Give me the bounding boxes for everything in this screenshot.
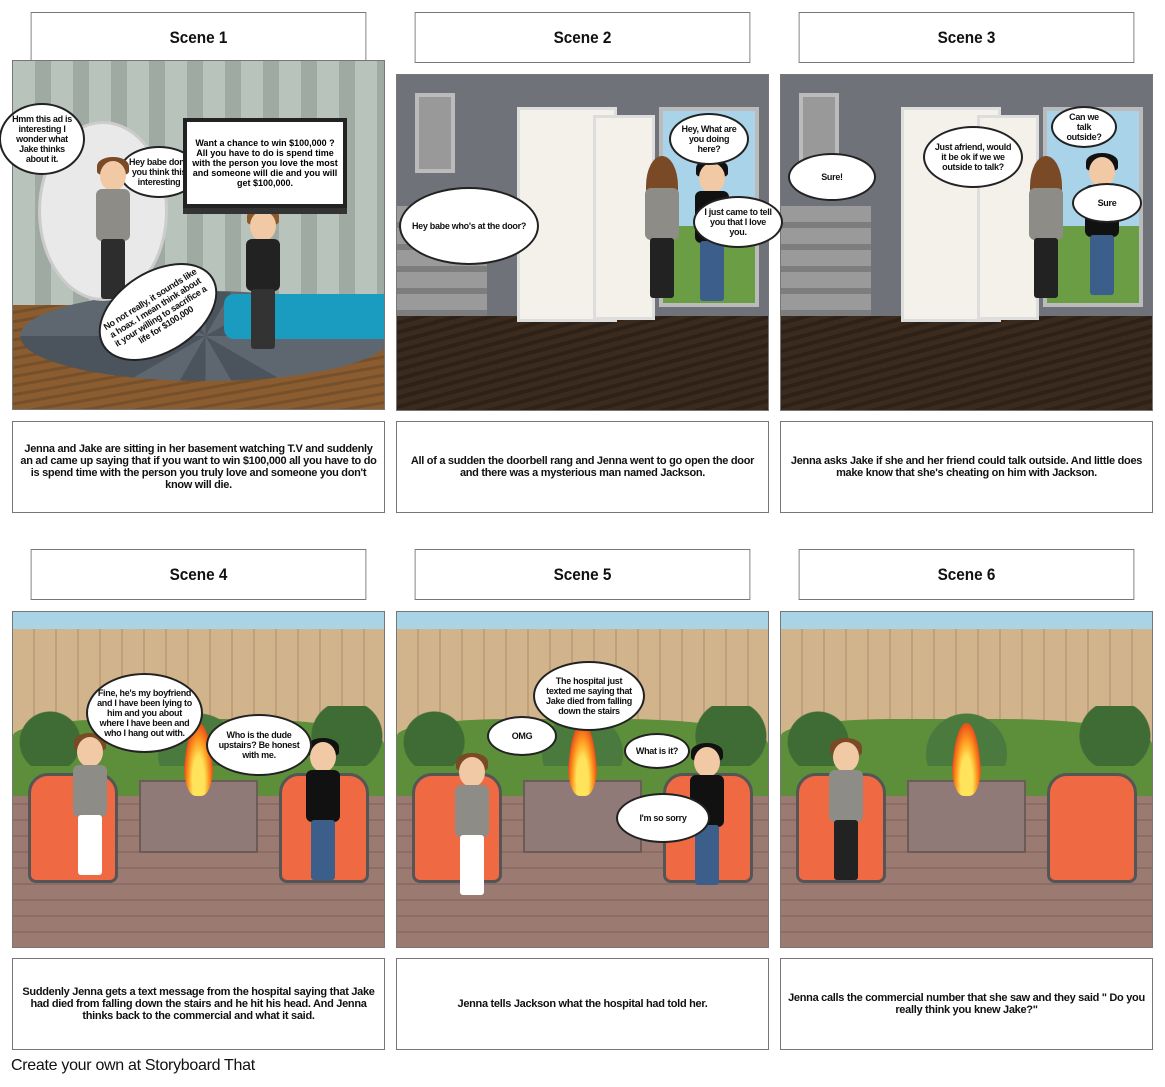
jake-character xyxy=(238,207,288,361)
backyard-background xyxy=(397,612,768,947)
wall-frame xyxy=(415,93,455,173)
scene-1-panel: Want a chance to win $100,000 ? All you … xyxy=(0,60,385,410)
tv-ad-screen: Want a chance to win $100,000 ? All you … xyxy=(183,118,347,208)
speech-bubble: Just afriend, would it be ok if we we ou… xyxy=(923,126,1023,188)
scene-2-title: Scene 2 xyxy=(414,12,751,63)
speech-bubble: Hey babe who's at the door? xyxy=(399,187,539,265)
scene-6-title: Scene 6 xyxy=(798,549,1135,600)
scene-1-caption: Jenna and Jake are sitting in her baseme… xyxy=(12,421,385,513)
jenna-character xyxy=(637,156,687,340)
speech-bubble: The hospital just texted me saying that … xyxy=(533,661,645,731)
scene-2-panel: Hey babe who's at the door? Hey, What ar… xyxy=(396,74,783,411)
storyboard-that-link[interactable]: Create your own at Storyboard That xyxy=(11,1057,255,1074)
jackson-character xyxy=(1077,153,1127,297)
backyard-background xyxy=(781,612,1152,947)
speech-bubble: Can we talk outside? xyxy=(1051,106,1117,148)
floor-cushion xyxy=(224,294,384,339)
scene-4-panel: Fine, he's my boyfriend and I have been … xyxy=(12,611,385,948)
jenna-character xyxy=(821,738,871,912)
speech-bubble: Sure! xyxy=(788,153,876,201)
thought-bubble: Hmm this ad is interesting I wonder what… xyxy=(0,103,85,175)
scene-5-panel: The hospital just texted me saying that … xyxy=(396,611,769,948)
speech-bubble: OMG xyxy=(487,716,557,756)
jenna-character xyxy=(1021,156,1071,340)
backyard-background xyxy=(13,612,384,947)
jackson-character xyxy=(298,738,348,892)
scene-4-title: Scene 4 xyxy=(30,549,367,600)
fire xyxy=(951,722,982,797)
patio-chair xyxy=(1047,772,1137,883)
jenna-character xyxy=(65,733,115,887)
speech-bubble: Sure xyxy=(1072,183,1142,223)
jenna-character xyxy=(88,157,138,311)
speech-bubble: Fine, he's my boyfriend and I have been … xyxy=(86,673,203,753)
speech-bubble: Who is the dude upstairs? Be honest with… xyxy=(206,714,312,776)
scene-3-caption: Jenna asks Jake if she and her friend co… xyxy=(780,421,1153,513)
speech-bubble: I just came to tell you that I love you. xyxy=(693,196,783,248)
scene-2-caption: All of a sudden the doorbell rang and Je… xyxy=(396,421,769,513)
scene-3-title: Scene 3 xyxy=(798,12,1135,63)
scene-6-caption: Jenna calls the commercial number that s… xyxy=(780,958,1153,1050)
scene-1-title: Scene 1 xyxy=(30,12,367,63)
speech-bubble: What is it? xyxy=(624,733,690,769)
speech-bubble: I'm so sorry xyxy=(616,793,710,843)
scene-3-panel: Sure! Just afriend, would it be ok if we… xyxy=(780,74,1153,411)
scene-5-title: Scene 5 xyxy=(414,549,751,600)
fire xyxy=(567,722,598,797)
jenna-character xyxy=(447,753,497,907)
scene-6-panel xyxy=(780,611,1153,948)
scene-4-caption: Suddenly Jenna gets a text message from … xyxy=(12,958,385,1050)
scene-5-caption: Jenna tells Jackson what the hospital ha… xyxy=(396,958,769,1050)
speech-bubble: Hey, What are you doing here? xyxy=(669,113,749,165)
